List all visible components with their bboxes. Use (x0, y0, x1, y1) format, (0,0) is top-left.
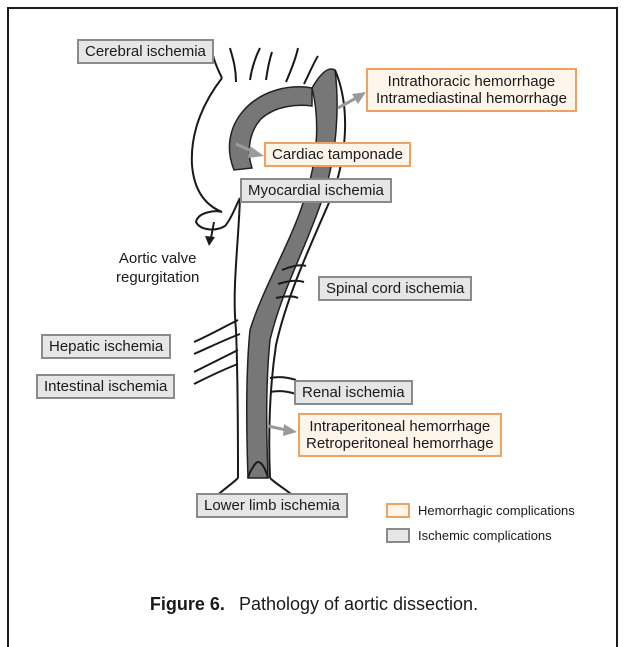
myocardial-ischemia-label: Myocardial ischemia (240, 178, 392, 203)
abdominal-hemorrhage-label: Intraperitoneal hemorrhage Retroperitone… (298, 413, 502, 457)
renal-branch (270, 377, 296, 394)
aorta-outline-left (192, 78, 222, 212)
legend-hemorrhagic-text: Hemorrhagic complications (418, 503, 575, 518)
spinal-cord-ischemia-label: Spinal cord ischemia (318, 276, 472, 301)
legend-ischemic: Ischemic complications (386, 528, 552, 543)
brachiocephalic-branch (212, 48, 236, 82)
intestinal-ischemia-label: Intestinal ischemia (36, 374, 175, 399)
cardiac-tamponade-label: Cardiac tamponade (264, 142, 411, 167)
legend-hemorrhagic: Hemorrhagic complications (386, 503, 575, 518)
legend-hemorrhagic-swatch (386, 503, 410, 518)
legend-ischemic-text: Ischemic complications (418, 528, 552, 543)
aortic-root (196, 198, 240, 229)
abdominal-hemorrhage-line2: Retroperitoneal hemorrhage (306, 435, 494, 452)
valve-line2: regurgitation (116, 268, 199, 287)
lower-limb-ischemia-label: Lower limb ischemia (196, 493, 348, 518)
valve-line1: Aortic valve (116, 249, 199, 268)
figure-number: Figure 6. (150, 594, 225, 614)
aortic-valve-regurgitation-label: Aortic valve regurgitation (116, 249, 199, 287)
mesenteric-branch (194, 350, 238, 384)
celiac-branch (194, 320, 240, 354)
arrow-abdominal (268, 424, 297, 436)
aorta-inner-left (235, 198, 240, 478)
legend-ischemic-swatch (386, 528, 410, 543)
cerebral-ischemia-label: Cerebral ischemia (77, 39, 214, 64)
hepatic-ischemia-label: Hepatic ischemia (41, 334, 171, 359)
thoracic-hemorrhage-line1: Intrathoracic hemorrhage (376, 73, 567, 90)
arrow-valve (205, 222, 215, 246)
figure-title: Pathology of aortic dissection. (239, 594, 478, 614)
thoracic-hemorrhage-label: Intrathoracic hemorrhage Intramediastina… (366, 68, 577, 112)
abdominal-hemorrhage-line1: Intraperitoneal hemorrhage (306, 418, 494, 435)
figure-caption: Figure 6. Pathology of aortic dissection. (0, 594, 628, 615)
renal-ischemia-label: Renal ischemia (294, 380, 413, 405)
thoracic-hemorrhage-line2: Intramediastinal hemorrhage (376, 90, 567, 107)
carotid-branch (250, 48, 272, 80)
subclavian-branch (286, 48, 318, 84)
